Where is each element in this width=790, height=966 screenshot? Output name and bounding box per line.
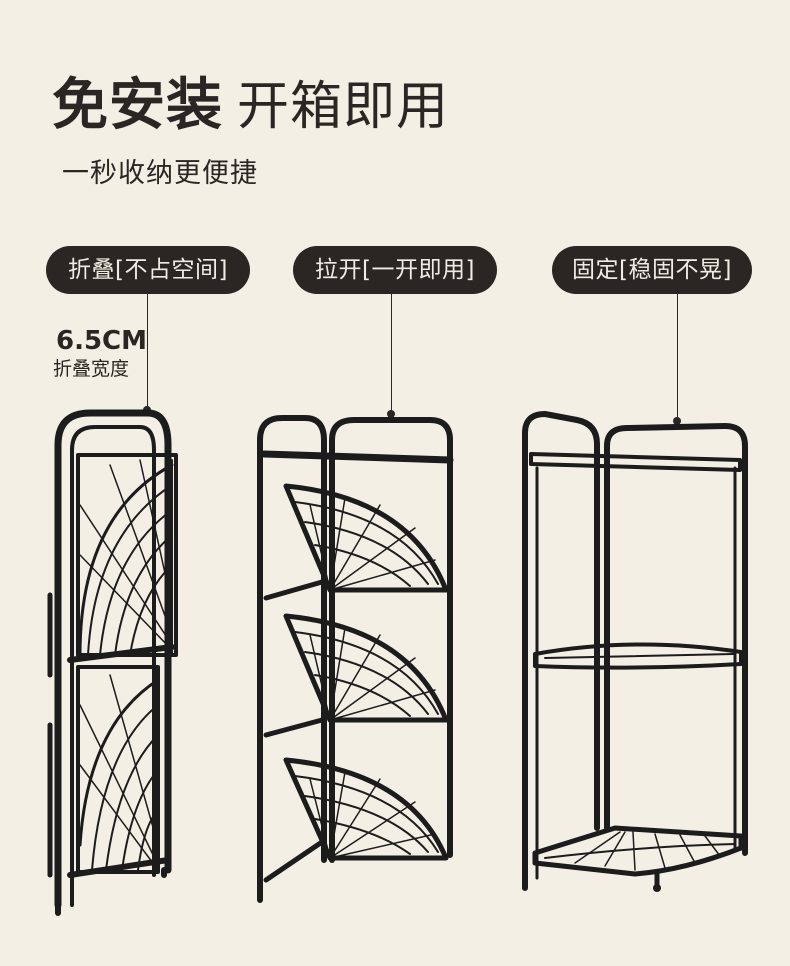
folded-rack-image <box>47 409 178 916</box>
headline-bold: 免安装 <box>52 73 223 138</box>
headline-light: 开箱即用 <box>237 77 450 137</box>
state-pill-unfolded: 拉开[一开即用] <box>293 246 497 294</box>
unfolded-rack-image <box>257 415 454 903</box>
subheadline: 一秒收纳更便捷 <box>62 158 258 189</box>
state-pill-fixed: 固定[稳固不晃] <box>552 246 752 294</box>
folded-width-label: 折叠宽度 <box>53 358 130 380</box>
folded-width-value: 6.5CM <box>56 326 148 356</box>
leader-line-unfolded <box>391 294 392 414</box>
leader-dot-fixed <box>673 417 681 425</box>
leader-line-folded <box>147 294 148 410</box>
leader-line-fixed <box>677 294 678 421</box>
headline: 免安装开箱即用 <box>52 78 449 134</box>
state-pill-folded: 折叠[不占空间] <box>46 246 250 294</box>
leader-dot-unfolded <box>387 410 395 418</box>
fixed-rack-image <box>522 411 748 892</box>
